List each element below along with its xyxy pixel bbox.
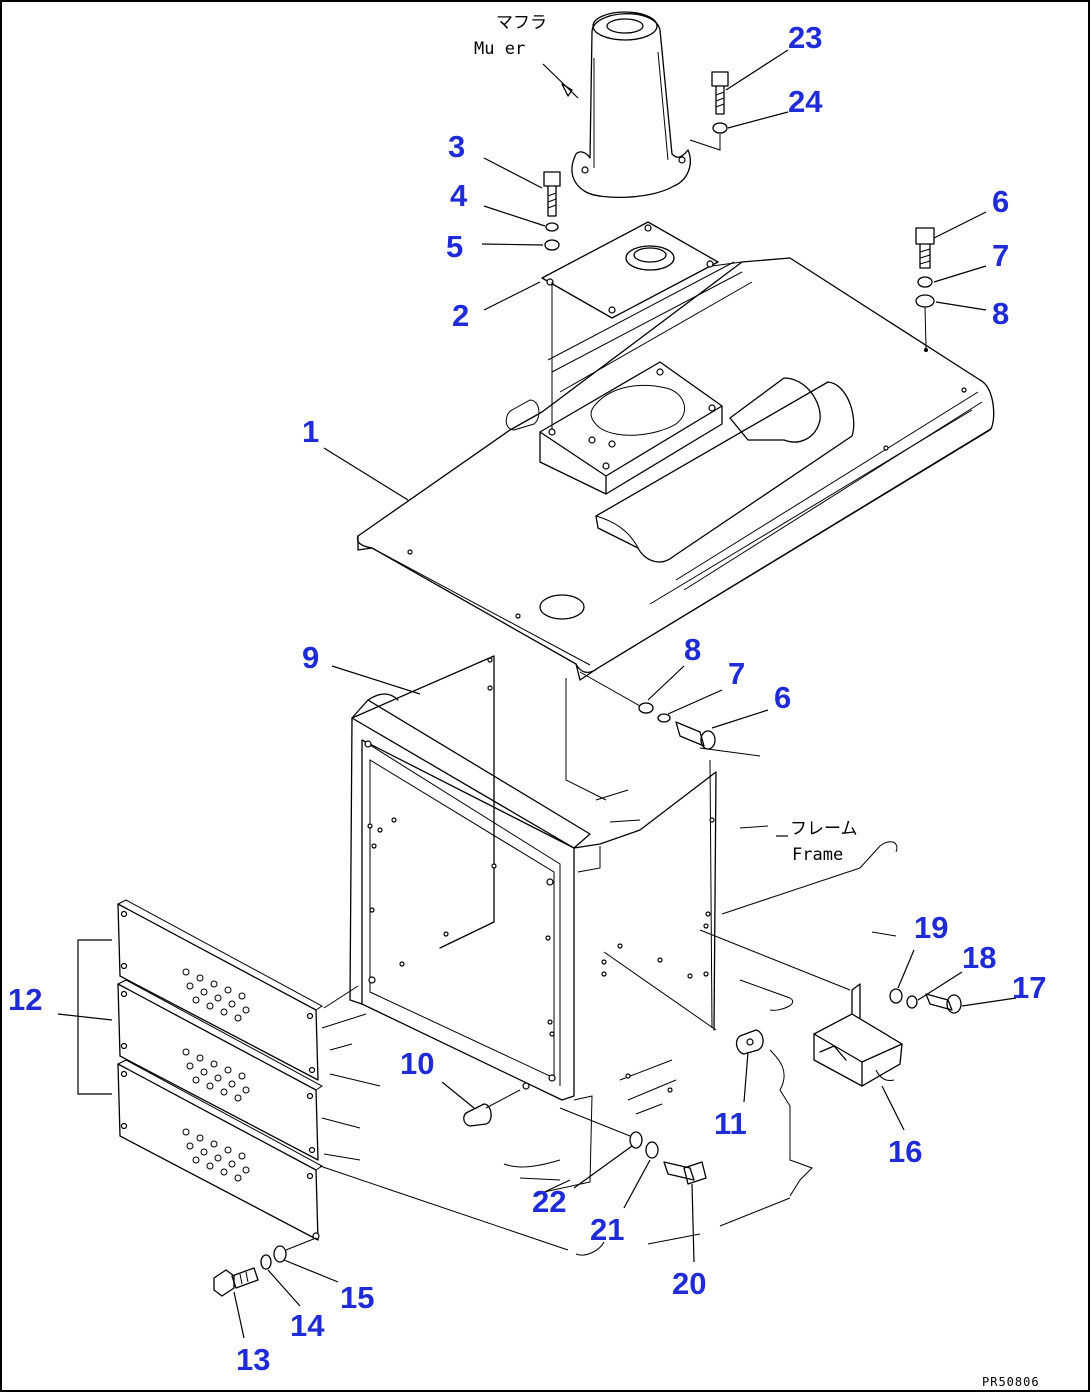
callout-24: 24 <box>788 84 823 119</box>
muffler-mounting-plate <box>541 221 743 430</box>
fastener-set-17-19 <box>889 988 962 1014</box>
leader-lines <box>233 49 1017 1339</box>
callout-18: 18 <box>962 940 996 975</box>
muffler <box>542 11 691 199</box>
callout-21: 21 <box>590 1212 624 1247</box>
callout-6-side: 6 <box>774 680 791 715</box>
callout-16: 16 <box>888 1134 922 1169</box>
callout-2: 2 <box>452 298 469 333</box>
frame <box>319 678 898 1256</box>
callout-19: 19 <box>914 910 948 945</box>
lock-washer-7-top <box>917 276 933 288</box>
muffler-bolt-3 <box>543 171 561 217</box>
lock-washer-14 <box>260 1254 272 1270</box>
callout-15: 15 <box>340 1280 374 1315</box>
lock-washer-4 <box>545 222 559 232</box>
washer-15 <box>273 1245 287 1263</box>
grille-bolt-13 <box>213 1267 259 1297</box>
figure-code: PR50806 <box>982 1375 1040 1389</box>
callout-12: 12 <box>8 982 42 1017</box>
callout-11: 11 <box>714 1106 747 1141</box>
callout-8-side: 8 <box>684 632 701 667</box>
cover-bolt-6-side <box>579 671 716 750</box>
washer-8-top <box>915 294 935 308</box>
callout-7-side: 7 <box>728 656 745 691</box>
callout-10: 10 <box>400 1046 434 1081</box>
muffler-bolt-23 <box>711 71 729 115</box>
callout-20: 20 <box>672 1266 706 1301</box>
muffler-washer-24 <box>689 122 728 151</box>
bracket-16 <box>813 983 903 1087</box>
callout-3: 3 <box>448 129 465 164</box>
washer-5 <box>544 239 560 251</box>
callout-14: 14 <box>290 1308 325 1343</box>
callout-5: 5 <box>446 229 463 264</box>
callout-8-top: 8 <box>992 296 1009 331</box>
grille-group-bracket <box>57 939 113 1095</box>
callout-13: 13 <box>236 1342 270 1377</box>
callout-1: 1 <box>302 414 319 449</box>
radiator-frame-9 <box>349 655 591 1101</box>
cover-bolt-6-top <box>915 227 935 269</box>
callout-17: 17 <box>1012 970 1046 1005</box>
frame-label-jp: フレーム <box>790 819 858 839</box>
muffler-label-en: Mu er <box>474 39 525 59</box>
bolt-20 <box>559 1107 707 1185</box>
callout-9: 9 <box>302 640 319 675</box>
grille-panel-bottom <box>117 1059 323 1241</box>
cushion-11 <box>735 1029 764 1055</box>
callout-22: 22 <box>532 1184 566 1219</box>
callout-6-top: 6 <box>992 184 1009 219</box>
engine-hood <box>356 257 995 681</box>
callout-23: 23 <box>788 20 822 55</box>
grille-panel-top <box>117 899 323 1081</box>
frame-label-en: Frame <box>792 845 843 865</box>
grille-panel-middle <box>117 979 323 1161</box>
muffler-label-jp: マフラ <box>496 13 547 33</box>
cushion-10 <box>463 1089 521 1127</box>
callout-7-top: 7 <box>992 238 1009 273</box>
callout-4: 4 <box>450 178 468 213</box>
